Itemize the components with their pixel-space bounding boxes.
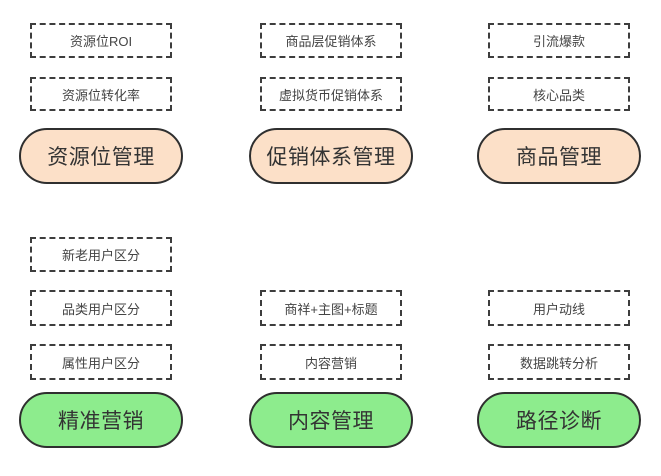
pill-label: 路径诊断 xyxy=(516,410,602,433)
node-traffic-hot-items: 引流爆款 xyxy=(488,23,630,58)
node-label: 商祥+主图+标题 xyxy=(284,301,378,317)
pill-product-management: 商品管理 xyxy=(477,128,641,184)
node-new-old-user-segmentation: 新老用户区分 xyxy=(30,237,172,272)
group-promotion-system-management: 商品层促销体系 虚拟货币促销体系 促销体系管理 xyxy=(249,23,413,184)
group-product-management: 引流爆款 核心品类 商品管理 xyxy=(477,23,641,184)
node-label: 新老用户区分 xyxy=(61,248,140,263)
node-data-jump-analysis: 数据跳转分析 xyxy=(488,344,630,380)
node-label: 用户动线 xyxy=(532,301,585,317)
node-label: 品类用户区分 xyxy=(61,301,140,317)
node-label: 资源位转化率 xyxy=(61,87,140,103)
node-detail-mainimage-title: 商祥+主图+标题 xyxy=(260,290,402,326)
node-attribute-user-segmentation: 属性用户区分 xyxy=(30,344,172,380)
node-label: 资源位ROI xyxy=(69,34,133,49)
pill-label: 商品管理 xyxy=(516,146,602,169)
group-path-diagnosis: 用户动线 数据跳转分析 路径诊断 xyxy=(477,237,641,448)
node-label: 虚拟货币促销体系 xyxy=(278,87,383,103)
node-label: 引流爆款 xyxy=(532,34,585,49)
pill-content-management: 内容管理 xyxy=(249,392,413,448)
pill-precision-marketing: 精准营销 xyxy=(19,392,183,448)
pill-label: 精准营销 xyxy=(58,410,144,433)
group-content-management: 商祥+主图+标题 内容营销 内容管理 xyxy=(249,237,413,448)
pill-promotion-system-management: 促销体系管理 xyxy=(249,128,413,184)
node-label: 数据跳转分析 xyxy=(519,355,598,371)
node-virtual-currency-promotion-system: 虚拟货币促销体系 xyxy=(260,77,402,111)
pill-label: 资源位管理 xyxy=(47,146,155,169)
node-resource-conversion-rate: 资源位转化率 xyxy=(30,77,172,111)
pill-resource-position-management: 资源位管理 xyxy=(19,128,183,184)
pill-path-diagnosis: 路径诊断 xyxy=(477,392,641,448)
node-label: 核心品类 xyxy=(532,87,585,103)
node-label: 属性用户区分 xyxy=(61,355,140,371)
pill-label: 促销体系管理 xyxy=(266,146,396,169)
pill-label: 内容管理 xyxy=(288,410,374,433)
node-product-level-promotion-system: 商品层促销体系 xyxy=(260,23,402,58)
node-label: 内容营销 xyxy=(304,355,357,371)
node-category-user-segmentation: 品类用户区分 xyxy=(30,290,172,326)
group-resource-position-management: 资源位ROI 资源位转化率 资源位管理 xyxy=(19,23,183,184)
group-precision-marketing: 新老用户区分 品类用户区分 属性用户区分 精准营销 xyxy=(19,237,183,448)
node-content-marketing: 内容营销 xyxy=(260,344,402,380)
node-user-journey: 用户动线 xyxy=(488,290,630,326)
node-resource-roi: 资源位ROI xyxy=(30,23,172,58)
node-core-category: 核心品类 xyxy=(488,77,630,111)
node-label: 商品层促销体系 xyxy=(285,34,377,49)
